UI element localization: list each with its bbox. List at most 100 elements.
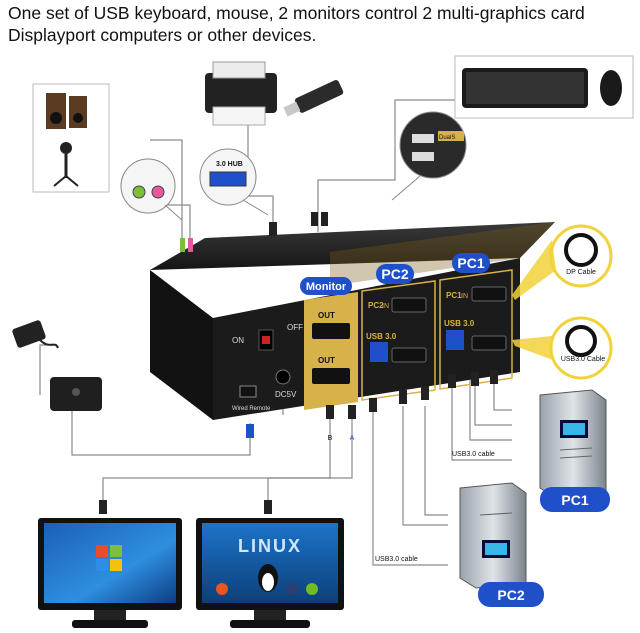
kb-ports-callout xyxy=(399,111,467,179)
usb-cable-label: USB3.0 Cable xyxy=(561,356,605,363)
kb-callout-tag xyxy=(438,131,464,141)
pc1-tower xyxy=(539,389,607,499)
headphone-jack xyxy=(132,185,146,199)
pc2-badge-label: PC2 xyxy=(381,266,408,282)
page-title: One set of USB keyboard, mouse, 2 monito… xyxy=(8,3,585,45)
monitor-badge xyxy=(300,277,352,295)
plug-printer xyxy=(269,222,277,236)
panel-off-label: OFF xyxy=(287,323,303,332)
pc1-in-suffix: IN xyxy=(461,293,468,300)
cable-pc1-dp2 xyxy=(493,380,512,411)
plug-mon-right xyxy=(348,405,356,419)
out-b-label: OUT xyxy=(318,311,335,320)
pc1-in-label: PC1 xyxy=(446,291,462,300)
pc2-dp2-port xyxy=(391,347,427,363)
plug-pc1-dp xyxy=(471,372,479,386)
pc1-badge-label: PC1 xyxy=(457,255,484,271)
pc2-usb-b-port xyxy=(370,342,388,362)
usb-cable-coil xyxy=(565,325,597,357)
pc1-badge-bottom xyxy=(540,487,610,512)
out-b-port xyxy=(312,323,350,339)
cable-pc1-dp3 xyxy=(469,380,512,441)
fedora-icon xyxy=(286,583,298,595)
usb-hub-label: 3.0 HUB xyxy=(216,161,243,168)
pc2-badge xyxy=(376,264,414,284)
pc2-port-panel xyxy=(361,280,436,401)
pc2-computer-label: PC2 xyxy=(497,587,524,603)
plug-pc2-dp2 xyxy=(421,386,429,400)
plugs xyxy=(99,212,498,514)
cable-remote xyxy=(71,410,251,456)
panel-on-label: ON xyxy=(232,336,244,345)
kvm-side xyxy=(150,270,213,420)
plug-monitor-right-in xyxy=(264,500,272,514)
pc2-tower xyxy=(459,482,527,589)
power-switch-rocker xyxy=(262,336,270,344)
usb30-right-label: USB 3.0 xyxy=(444,319,475,328)
plug-tag-b: B xyxy=(328,435,333,442)
cable-pc2-b xyxy=(372,406,448,566)
pc2-in-label: PC2 xyxy=(368,301,384,310)
dc5v-jack xyxy=(275,369,291,385)
linux-text: LINUX xyxy=(238,536,302,556)
out-a-label: OUT xyxy=(318,356,335,365)
cable-pc2-dp xyxy=(402,406,448,526)
cable-pc1-dp xyxy=(474,380,512,426)
cable-pc1-usb xyxy=(451,380,512,461)
keyboard xyxy=(462,68,588,108)
microphone xyxy=(53,142,79,187)
cable-pc2-dp2 xyxy=(424,406,448,516)
plug-pc2-dp xyxy=(399,390,407,404)
usb30-cable-bottom-label: USB3.0 cable xyxy=(375,556,418,563)
cable-monitor-right xyxy=(267,406,353,510)
pc2-dp-in-port xyxy=(391,297,427,313)
monitor-right xyxy=(196,518,344,628)
pc2-in-suffix: IN xyxy=(382,303,389,310)
cables xyxy=(39,99,512,566)
dc5v-label: DC5V xyxy=(275,390,297,399)
pc1-dp-in-port xyxy=(471,286,507,302)
cable-monitor-left xyxy=(102,406,331,510)
plug-keyboard xyxy=(311,212,318,226)
plug-pc1-dp2 xyxy=(490,370,498,384)
monitor-left xyxy=(38,518,182,628)
pc1-dp2-port xyxy=(471,335,507,351)
audio-jacks-callout xyxy=(120,158,176,214)
printer xyxy=(205,61,277,126)
callouts xyxy=(120,111,613,380)
mouse xyxy=(600,70,622,106)
ubuntu-icon xyxy=(216,583,228,595)
dp-beam xyxy=(512,240,556,300)
wired-remote-device xyxy=(50,377,102,411)
pc2-badge-bottom xyxy=(478,582,544,607)
usb-flash-drive xyxy=(283,80,344,117)
kb-brand-label: DualS xyxy=(439,135,455,141)
pc1-usb-b-port xyxy=(446,330,464,350)
plug-monitor-left-in xyxy=(99,500,107,514)
diagram-labels: PC2 PC1 Monitor ON OFF OUT OUT PC2 IN PC… xyxy=(216,135,605,603)
usb-beam xyxy=(512,336,553,360)
dp-cable-coil xyxy=(564,233,598,267)
wired-remote-label: Wired Remote xyxy=(232,406,271,412)
kvm-labels xyxy=(300,253,490,295)
cable-audio-green xyxy=(165,204,191,240)
plug-mon-left xyxy=(326,405,334,419)
plug-mouse xyxy=(321,212,328,226)
plug-tag-a: A xyxy=(350,435,355,442)
pc1-badge xyxy=(452,253,490,273)
out-a-port xyxy=(312,368,350,384)
monitor-badge-label: Monitor xyxy=(306,281,347,293)
windows-logo-icon xyxy=(96,545,122,571)
power-adapter xyxy=(12,320,59,349)
mic-jack xyxy=(151,185,165,199)
monitor-port-panel xyxy=(304,292,358,410)
cable-mic xyxy=(150,139,183,240)
pc1-port-panel xyxy=(439,269,513,390)
plug-audio-pink xyxy=(188,238,193,252)
dp-cable-label: DP Cable xyxy=(566,269,596,276)
kb-port-1 xyxy=(412,134,434,143)
cable-keyboard xyxy=(317,99,455,232)
kvm-switch xyxy=(150,222,555,420)
pc1-computer-label: PC1 xyxy=(561,492,588,508)
opensuse-icon xyxy=(306,583,318,595)
